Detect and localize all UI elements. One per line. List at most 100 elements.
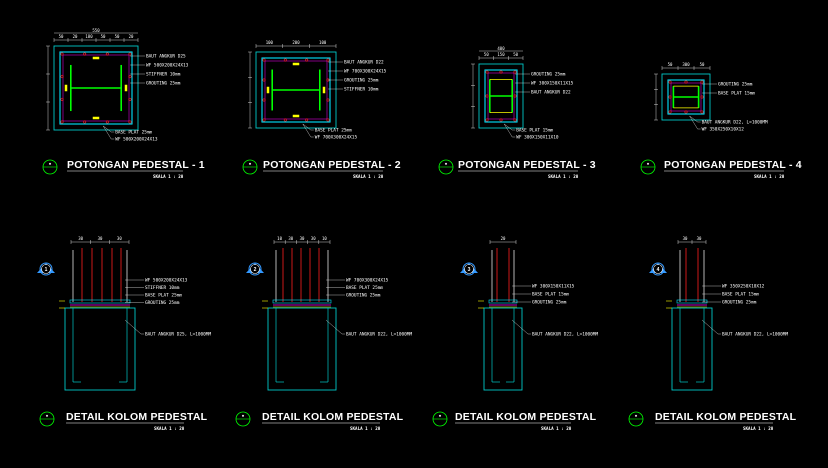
dimension-value: 30 — [311, 236, 316, 241]
stiffener — [92, 116, 100, 120]
scale-label: SKALA 1 : 20 — [541, 426, 572, 431]
section-title: POTONGAN PEDESTAL - 3 — [458, 159, 596, 171]
section-title: DETAIL KOLOM PEDESTAL — [262, 411, 404, 423]
anchor-bolt — [262, 98, 266, 102]
scale-label: SKALA 1 : 20 — [754, 174, 785, 179]
detail-callout: WF 350X250X10X12 — [722, 284, 765, 290]
plan-callout: GROUTING 25mm — [344, 78, 379, 84]
anchor-bolt — [513, 118, 517, 122]
plan-callout: BAUT ANGKUR D25 — [146, 54, 186, 60]
grouting-line — [264, 60, 328, 120]
anchor-bolt — [513, 94, 517, 98]
detail-callout: GROUTING 25mm — [346, 293, 381, 299]
title-marker-dot — [445, 162, 448, 165]
section-marker-number: 2 — [254, 267, 257, 273]
dimension-value: 50 — [59, 34, 64, 39]
title-marker-dot — [46, 414, 49, 417]
anchor-bolt — [684, 110, 688, 114]
dimension-value: 50 — [101, 34, 106, 39]
title-marker-dot — [647, 162, 650, 165]
anchor-bolt — [326, 58, 330, 62]
dimension-value: 30 — [288, 236, 293, 241]
detail-callout: BAUT ANGKUR D22, L=1000MM — [346, 332, 412, 338]
leader-line — [689, 115, 698, 123]
title-marker-dot — [635, 414, 638, 417]
base-plate — [667, 79, 705, 115]
plan-callout: WF 300X150X11X15 — [531, 81, 574, 87]
base-plate — [261, 57, 331, 123]
anchor-bolt — [499, 118, 503, 122]
leader-line — [302, 123, 311, 131]
base-plate — [488, 299, 518, 304]
detail-callout: BAUT ANGKUR D25, L=1000MM — [145, 332, 211, 338]
scale-label: SKALA 1 : 20 — [548, 174, 579, 179]
leader-line — [504, 123, 513, 138]
plan-callout: BAUT ANGKUR D22 — [344, 60, 384, 66]
scale-label: SKALA 1 : 20 — [353, 174, 384, 179]
anchor-bolt — [485, 118, 489, 122]
section-title: DETAIL KOLOM PEDESTAL — [455, 411, 597, 423]
detail-callout: GROUTING 25mm — [722, 300, 757, 306]
plan-callout: WF 700X300X24X15 — [344, 69, 387, 75]
dimension-value: 50 — [700, 62, 705, 67]
title-marker-dot — [241, 414, 244, 417]
dimension-value: 200 — [292, 40, 300, 45]
dimension-total: 550 — [92, 28, 100, 33]
plan-callout: BAUT ANGKUR D22 — [531, 90, 571, 96]
detail-callout: GROUTING 25mm — [145, 300, 180, 306]
dimension-value: 100 — [266, 40, 274, 45]
leader-line — [689, 115, 698, 130]
dimension-value: 20 — [73, 34, 78, 39]
leader-line — [302, 123, 311, 138]
anchor-bolt — [499, 70, 503, 74]
plan-callout: BASE PLAT 25mm — [315, 128, 352, 134]
base-plate — [59, 51, 133, 125]
dimension-value: 10 — [322, 236, 327, 241]
anchor-bolt — [60, 97, 64, 101]
plan-callout: WF 500X200X24X13 — [146, 63, 189, 69]
plan-callout: BASE PLAT 25mm — [115, 130, 152, 136]
section-marker-number: 3 — [468, 267, 471, 273]
anchor-bolt — [668, 110, 672, 114]
pedestal-outline — [64, 307, 136, 391]
anchor-bolt — [684, 80, 688, 84]
pedestal-outline — [267, 307, 337, 391]
plan-callout: BAUT ANGKUR D22, L=1000MM — [702, 120, 768, 126]
detail-callout: BASE PLAT 25mm — [145, 293, 182, 299]
plan-title-block: POTONGAN PEDESTAL - 3 SKALA 1 : 20 — [438, 159, 596, 179]
plan-callout: WF 500X200X24X13 — [115, 137, 158, 143]
dimension-value: 20 — [129, 34, 134, 39]
plan-callout: STIFFNER 10mm — [344, 87, 379, 93]
dimension-value: 30 — [300, 236, 305, 241]
dimension-value: 300 — [682, 62, 690, 67]
section-marker-inner — [653, 264, 663, 274]
stiffener — [292, 62, 300, 66]
anchor-bolt — [83, 52, 87, 56]
anchor-bolt — [485, 70, 489, 74]
leader-line — [103, 125, 112, 133]
plan-callout: BASE PLAT 15mm — [516, 128, 553, 134]
detail-callout: BAUT ANGKUR D22, L=1000MM — [532, 332, 598, 338]
anchor-bolt — [60, 52, 64, 56]
anchor-bolt — [513, 70, 517, 74]
anchor-bolt — [305, 118, 309, 122]
plan-callout: WF 300X150X11X10 — [516, 135, 559, 141]
detail-callout: WF 300X150X11X15 — [532, 284, 575, 290]
title-marker-dot — [248, 162, 251, 165]
anchor-bolt — [668, 95, 672, 99]
plan-callout: BASE PLAT 15mm — [718, 91, 755, 97]
anchor-bolt — [128, 75, 132, 79]
dimension-value: 30 — [98, 236, 103, 241]
anchor-bolt — [128, 97, 132, 101]
stiffener — [92, 56, 100, 60]
plan-callout: WF 350X250X10X12 — [702, 127, 745, 133]
dimension-value: 150 — [497, 52, 505, 57]
anchor-bolt — [326, 98, 330, 102]
detail-callout: WF 700X300X24X15 — [346, 278, 389, 284]
